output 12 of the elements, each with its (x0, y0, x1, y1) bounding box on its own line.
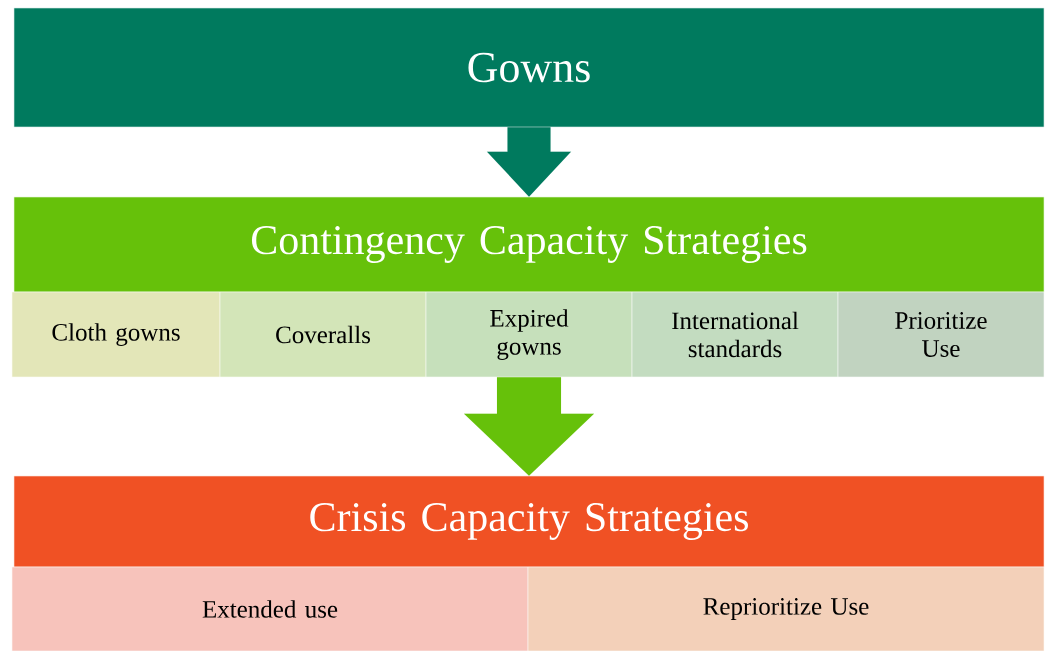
strategy-cell: International standards (631, 291, 839, 378)
strategy-cell: Extended use (11, 566, 529, 651)
strategy-cell: Coveralls (219, 291, 427, 378)
heading-band: Crisis Capacity Strategies (13, 475, 1045, 568)
strategy-cell: Cloth gowns (11, 291, 221, 378)
strategy-cell: Expired gowns (425, 291, 633, 378)
strategy-cell: Reprioritize Use (527, 566, 1045, 651)
block-arrow (486, 127, 572, 197)
block-arrow (463, 377, 595, 476)
heading-band: Contingency Capacity Strategies (13, 196, 1045, 293)
strategy-cell: Prioritize Use (837, 291, 1045, 378)
title-banner: Gowns (13, 7, 1045, 128)
